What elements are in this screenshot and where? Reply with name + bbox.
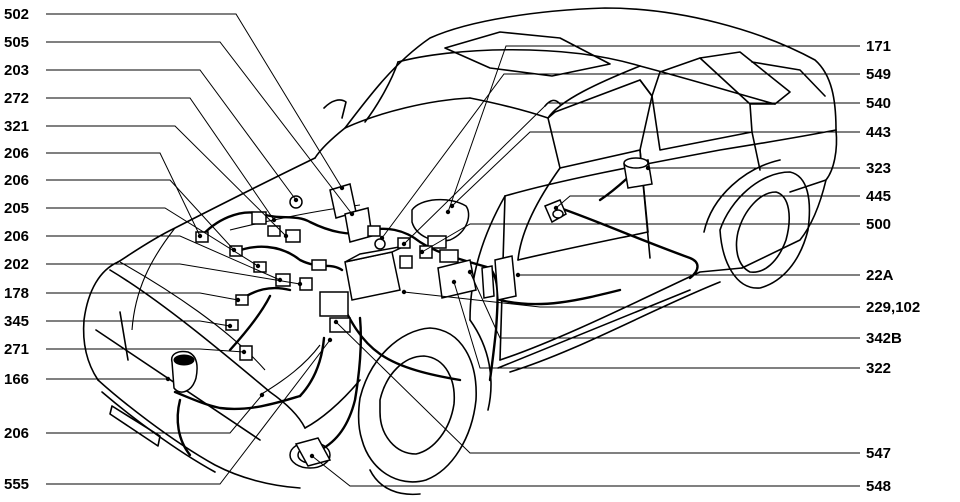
label-345: 345 xyxy=(4,313,29,330)
label-547: 547 xyxy=(866,445,891,462)
car-body-outline xyxy=(82,7,838,496)
label-178: 178 xyxy=(4,285,29,302)
label-203: 203 xyxy=(4,62,29,79)
label-323: 323 xyxy=(866,160,891,177)
label-555: 555 xyxy=(4,476,29,493)
label-322: 322 xyxy=(866,360,891,377)
label-271: 271 xyxy=(4,341,29,358)
leader-lines xyxy=(46,13,860,487)
label-171: 171 xyxy=(866,38,891,55)
label-166: 166 xyxy=(4,371,29,388)
label-206-b: 206 xyxy=(4,172,29,189)
label-505: 505 xyxy=(4,34,29,51)
label-229-102: 229,102 xyxy=(866,299,920,316)
label-205: 205 xyxy=(4,200,29,217)
label-500: 500 xyxy=(866,216,891,233)
label-540: 540 xyxy=(866,95,891,112)
leader-dots xyxy=(165,165,651,459)
label-342b: 342B xyxy=(866,330,902,347)
label-443: 443 xyxy=(866,124,891,141)
label-202: 202 xyxy=(4,256,29,273)
label-548: 548 xyxy=(866,478,891,495)
left-labels: 502 505 203 272 321 206 206 205 206 202 … xyxy=(4,6,29,493)
label-206-c: 206 xyxy=(4,228,29,245)
right-labels: 171 549 540 443 323 445 500 22A 229,102 … xyxy=(866,38,920,495)
label-22a: 22A xyxy=(866,267,894,284)
label-272: 272 xyxy=(4,90,29,107)
label-549: 549 xyxy=(866,66,891,83)
label-206-d: 206 xyxy=(4,425,29,442)
label-502: 502 xyxy=(4,6,29,23)
label-206-a: 206 xyxy=(4,145,29,162)
label-445: 445 xyxy=(866,188,891,205)
components xyxy=(170,157,653,467)
label-321: 321 xyxy=(4,118,29,135)
